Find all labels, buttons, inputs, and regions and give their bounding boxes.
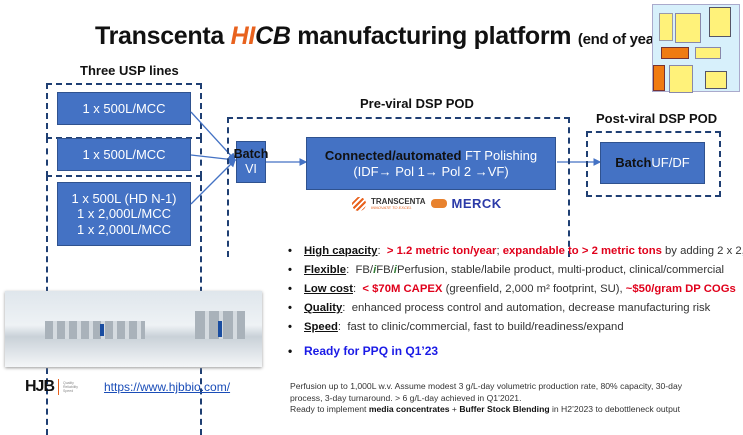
benefit-text: i	[373, 264, 377, 276]
polishing-box: Connected/automated FT Polishing (IDF→ P…	[306, 137, 556, 190]
batch-vi-title: Batch	[233, 147, 269, 161]
benefit-text: FB/	[376, 264, 394, 276]
post-viral-label: Post-viral DSP POD	[596, 111, 718, 126]
pre-viral-label: Pre-viral DSP POD	[360, 96, 474, 111]
benefit-key: Quality	[304, 302, 343, 314]
cleanroom-photo	[5, 291, 262, 367]
usp-box-3-line: 1 x 500L (HD N-1)	[71, 190, 177, 206]
bullet-icon: •	[288, 283, 292, 295]
usp-box-1: 1 x 500L/MCC	[57, 92, 191, 125]
pre-viral-frame	[227, 117, 570, 257]
benefit-text: i	[393, 264, 397, 276]
benefit-text: (greenfield, 2,000 m² footprint, SU),	[442, 283, 626, 295]
ready-item: •Ready for PPQ in Q1’23	[288, 344, 439, 358]
bullet-icon: •	[288, 302, 292, 314]
usp-box-3-line: 1 x 2,000L/MCC	[77, 206, 171, 222]
footnote-line-1: Perfusion up to 1,000L w.v. Assume modes…	[290, 381, 683, 391]
benefit-key: Low cost	[304, 283, 353, 295]
floorplan-image	[652, 4, 740, 93]
merck-logo: MERCK	[451, 196, 502, 211]
ufdf-rest: UF/DF	[651, 155, 690, 171]
benefit-item: •Quality: enhanced process control and a…	[288, 302, 711, 314]
benefit-key: High capacity	[304, 245, 378, 257]
bullet-icon: •	[288, 245, 292, 257]
usp-box-2: 1 x 500L/MCC	[57, 138, 191, 171]
usp-label: Three USP lines	[80, 63, 179, 78]
polishing-rest: FT Polishing	[461, 147, 538, 163]
partner-logos: TRANSCENTA INNOVATE TO EXCEL MERCK	[352, 196, 502, 211]
transcenta-logo-text: TRANSCENTA	[371, 196, 426, 206]
footnote-line-2: process, 3-day turnaround. > 6 g/L-day a…	[290, 392, 522, 403]
benefit-text: ;	[496, 245, 503, 257]
bullet-icon: •	[288, 264, 292, 276]
footnote: Perfusion up to 1,000L w.v. Assume modes…	[290, 381, 682, 416]
benefit-key: Flexible	[304, 264, 347, 276]
title-prefix: Transcenta	[95, 22, 225, 50]
handshake-icon	[430, 199, 447, 208]
benefit-key: Speed	[304, 321, 338, 333]
benefit-text: < $70M CAPEX	[362, 283, 443, 295]
benefit-text: enhanced process control and automation,…	[351, 302, 711, 314]
footnote-line-3: Ready to implement media concentrates + …	[290, 404, 681, 415]
benefit-text: fast to clinic/commercial, fast to build…	[347, 321, 624, 333]
transcenta-logo-icon	[352, 196, 366, 211]
hcb-logo: HICB	[230, 22, 291, 50]
benefit-item: •Speed: fast to clinic/commercial, fast …	[288, 321, 624, 333]
benefit-text: FB/	[355, 264, 374, 276]
website-link[interactable]: https://www.hjbbio.com/	[104, 380, 231, 394]
batch-vi-box: Batch VI	[233, 141, 269, 183]
benefit-text: ~$50/gram DP COGs	[625, 283, 736, 295]
batch-vi-sub: VI	[245, 162, 257, 176]
usp-box-3: 1 x 500L (HD N-1) 1 x 2,000L/MCC 1 x 2,0…	[57, 182, 191, 246]
bullet-icon: •	[288, 321, 292, 333]
benefit-item: •Low cost: < $70M CAPEX (greenfield, 2,0…	[288, 283, 736, 295]
title-main: manufacturing platform	[297, 22, 572, 50]
usp-box-3-line: 1 x 2,000L/MCC	[77, 221, 171, 237]
ready-text: Ready for PPQ in Q1’23	[304, 344, 439, 358]
benefit-item: •High capacity: > 1.2 metric ton/year; e…	[288, 245, 743, 257]
benefit-text: Perfusion, stable/labile product, multi-…	[396, 264, 725, 276]
page-title: Transcenta HICB manufacturing platform (…	[95, 22, 676, 51]
batch-ufdf-box: Batch UF/DF	[600, 142, 705, 184]
benefit-text: by adding 2 x 2,000L	[665, 245, 743, 257]
polishing-steps: (IDF→ Pol 1→ Pol 2 →VF)	[353, 163, 509, 179]
transcenta-tagline: INNOVATE TO EXCEL	[371, 204, 412, 210]
benefit-list: •High capacity: > 1.2 metric ton/year; e…	[288, 245, 743, 340]
ufdf-bold: Batch	[615, 155, 652, 171]
benefit-text: expandable to > 2 metric tons	[502, 245, 662, 257]
polishing-bold: Connected/automated	[324, 147, 462, 163]
title-suffix: (end of year 5)	[577, 31, 676, 48]
benefit-text: > 1.2 metric ton/year	[386, 245, 497, 257]
benefit-item: •Flexible: FB/iFB/iPerfusion, stable/lab…	[288, 264, 725, 276]
post-viral-frame	[586, 131, 721, 197]
